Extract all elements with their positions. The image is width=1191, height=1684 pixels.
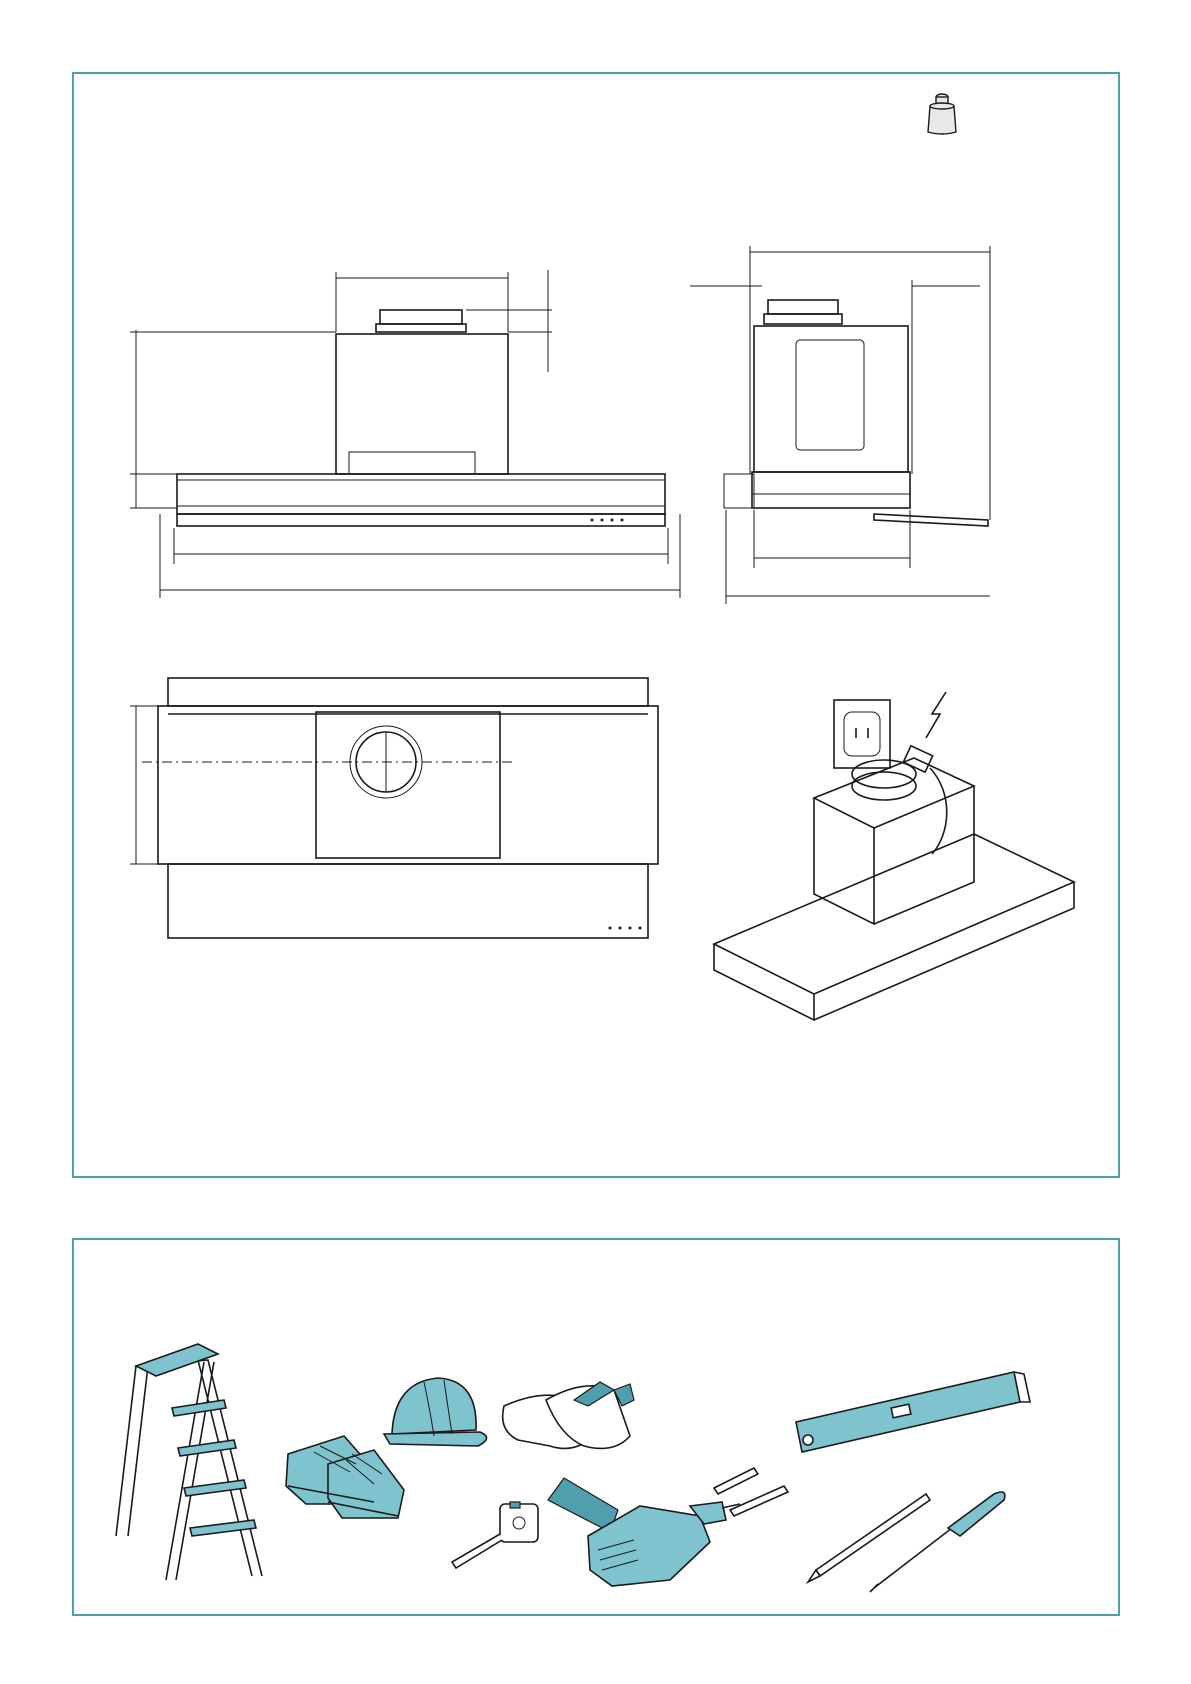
spirit-level-icon: [796, 1372, 1030, 1452]
wall-anchors-icon: [714, 1468, 788, 1516]
side-dimension-view: [690, 246, 990, 604]
front-dimension-view: [130, 270, 680, 598]
work-gloves-icon: [503, 1382, 634, 1448]
tape-measure-icon: [452, 1502, 538, 1568]
screwdriver-icon: [870, 1492, 1005, 1592]
pencil-icon: [808, 1494, 930, 1582]
ladder-icon: [116, 1344, 262, 1580]
drawings-svg: [74, 74, 1122, 1180]
electrical-connection-view: [714, 692, 1074, 1020]
hard-hat-icon: [384, 1378, 487, 1446]
bottom-view: [130, 678, 658, 938]
power-drill-icon: [548, 1478, 740, 1586]
tools-svg: [74, 1240, 1122, 1618]
weight-icon: [928, 94, 956, 134]
safety-shoes-icon: [286, 1436, 404, 1518]
drawings-panel: [72, 72, 1120, 1178]
tools-panel: [72, 1238, 1120, 1616]
